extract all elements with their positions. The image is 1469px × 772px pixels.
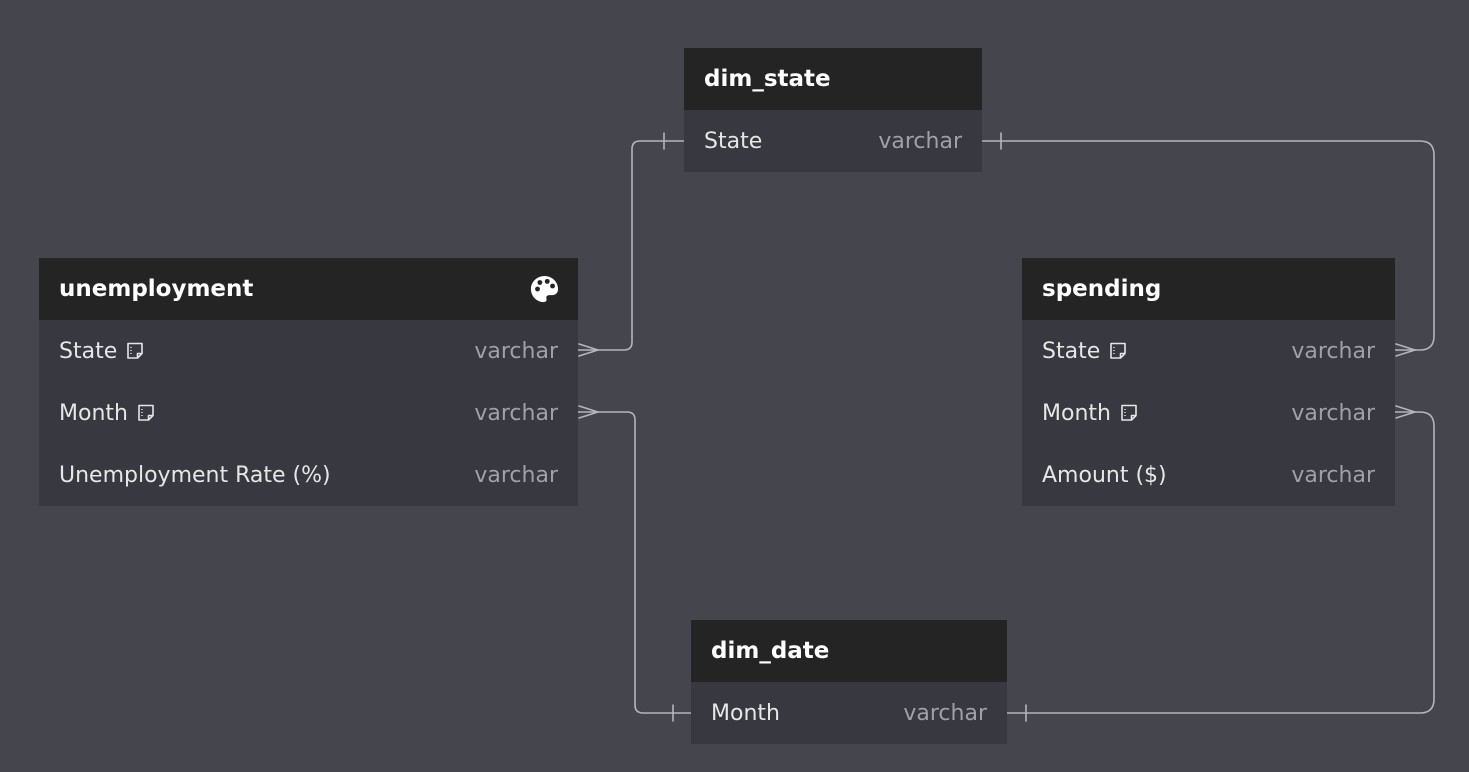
field-type: varchar xyxy=(1291,338,1375,364)
table-title: dim_date xyxy=(711,638,830,664)
field-row-month[interactable]: Month varchar xyxy=(1022,382,1395,444)
table-header[interactable]: unemployment xyxy=(39,258,578,320)
field-type: varchar xyxy=(1291,400,1375,426)
field-row-month[interactable]: Month varchar xyxy=(691,682,1007,744)
note-icon[interactable] xyxy=(125,341,145,361)
field-row-state[interactable]: State varchar xyxy=(684,110,982,172)
field-row-amount[interactable]: Amount ($) varchar xyxy=(1022,444,1395,506)
table-dim-date[interactable]: dim_date Month varchar xyxy=(691,620,1007,744)
table-header[interactable]: dim_date xyxy=(691,620,1007,682)
field-name: Month xyxy=(1042,400,1111,426)
relationship-line-spending-month[interactable] xyxy=(1006,411,1435,714)
table-title: spending xyxy=(1042,276,1162,302)
crowfoot-many-spending-state xyxy=(1395,343,1418,357)
field-name: Unemployment Rate (%) xyxy=(59,462,331,488)
table-title: dim_state xyxy=(704,66,831,92)
relationship-line-unemployment-state[interactable] xyxy=(577,140,685,351)
field-name: State xyxy=(1042,338,1101,364)
field-type: varchar xyxy=(878,128,962,154)
field-name: Amount ($) xyxy=(1042,462,1167,488)
field-name: State xyxy=(59,338,118,364)
field-type: varchar xyxy=(474,400,558,426)
note-icon[interactable] xyxy=(1108,341,1128,361)
relationship-line-spending-state[interactable] xyxy=(981,140,1435,351)
field-row-month[interactable]: Month varchar xyxy=(39,382,578,444)
field-name: Month xyxy=(711,700,780,726)
field-row-unemployment-rate[interactable]: Unemployment Rate (%) varchar xyxy=(39,444,578,506)
table-title: unemployment xyxy=(59,276,254,302)
field-type: varchar xyxy=(474,338,558,364)
crowfoot-many-unemployment-state xyxy=(578,343,601,357)
field-type: varchar xyxy=(1291,462,1375,488)
field-type: varchar xyxy=(474,462,558,488)
field-row-state[interactable]: State varchar xyxy=(1022,320,1395,382)
table-spending[interactable]: spending State varchar Month xyxy=(1022,258,1395,506)
table-dim-state[interactable]: dim_state State varchar xyxy=(684,48,982,172)
note-icon[interactable] xyxy=(1119,403,1139,423)
table-unemployment[interactable]: unemployment State varchar xyxy=(39,258,578,506)
relationship-line-unemployment-month[interactable] xyxy=(577,411,692,714)
note-icon[interactable] xyxy=(136,403,156,423)
table-header[interactable]: spending xyxy=(1022,258,1395,320)
palette-icon[interactable] xyxy=(529,274,560,305)
crowfoot-many-unemployment-month xyxy=(578,405,601,419)
field-name: State xyxy=(704,128,763,154)
crowfoot-many-spending-month xyxy=(1395,405,1418,419)
field-name: Month xyxy=(59,400,128,426)
field-row-state[interactable]: State varchar xyxy=(39,320,578,382)
table-header[interactable]: dim_state xyxy=(684,48,982,110)
field-type: varchar xyxy=(903,700,987,726)
